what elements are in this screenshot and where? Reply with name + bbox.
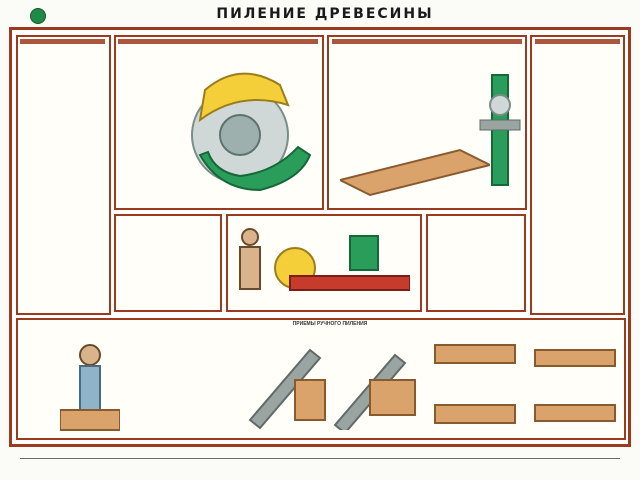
- panel-right-bottom: [426, 214, 526, 312]
- logo-caption: [48, 9, 98, 19]
- worker-figure-illustration: [239, 228, 261, 290]
- panel-top-right: [530, 35, 625, 315]
- divider-line: [20, 458, 620, 459]
- center-saw-illustration: [274, 235, 410, 291]
- handsaw-illustration-4: [534, 349, 616, 422]
- handsaw-illustration-2: [333, 353, 416, 430]
- poster-title: ПИЛЕНИЕ ДРЕВЕСИНЫ: [216, 6, 434, 22]
- bottom-left-worker-illustration: [60, 344, 120, 431]
- panel-top-left: [16, 35, 111, 315]
- footer-right: [560, 460, 630, 470]
- bottom-panel-title: ПРИЕМЫ РУЧНОГО ПИЛЕНИЯ: [292, 321, 368, 327]
- footer-left: [10, 460, 90, 470]
- circular-saw-illustration: [191, 72, 312, 192]
- panel-header-bar: [535, 39, 620, 44]
- panel-header-bar: [332, 39, 522, 44]
- logo-icon: [30, 8, 46, 24]
- panel-header-bar: [20, 39, 105, 44]
- wood-board-illustration: [340, 148, 490, 197]
- panel-header-bar: [118, 39, 318, 44]
- bandsaw-illustration: [479, 74, 521, 186]
- handsaw-illustration-1: [248, 348, 326, 430]
- handsaw-illustration-3: [434, 344, 516, 424]
- panel-left-bottom: [114, 214, 222, 312]
